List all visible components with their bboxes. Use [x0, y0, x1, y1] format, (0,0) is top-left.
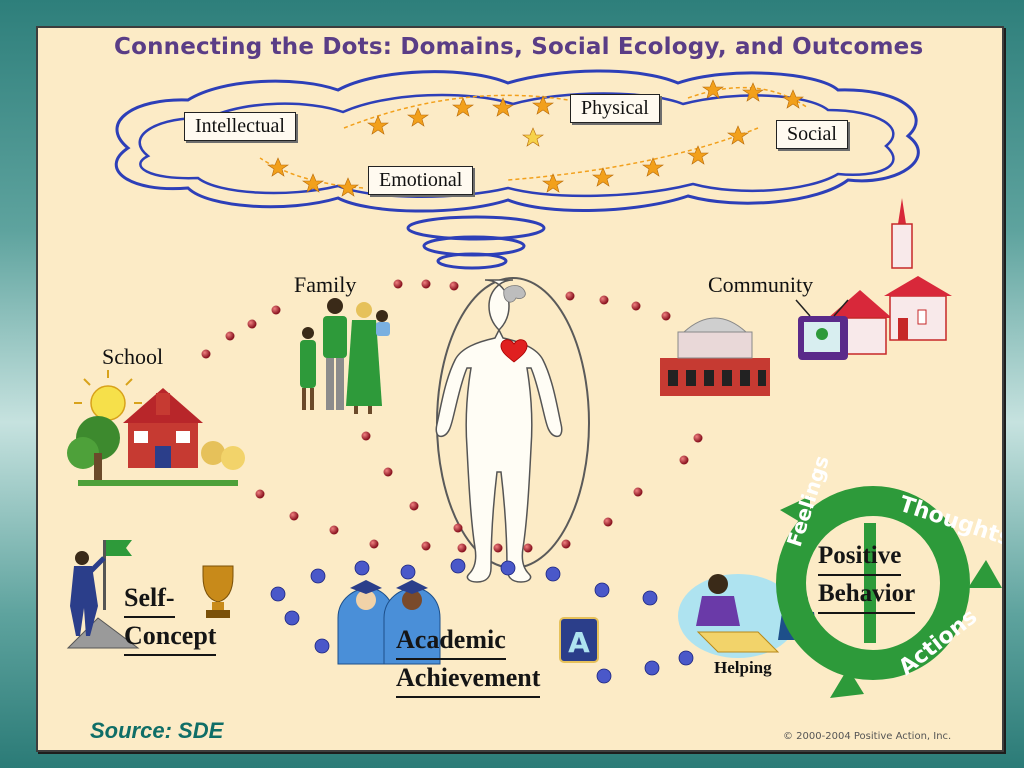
grade-a-icon: A	[568, 626, 590, 659]
self-concept-line-2: Concept	[124, 618, 217, 656]
school-illustration	[67, 370, 245, 486]
community-label: Community	[708, 272, 814, 297]
ecology-dots	[201, 279, 703, 553]
academic-line-2: Achievement	[396, 660, 541, 698]
academic-illustration: A	[337, 580, 599, 665]
diagram-canvas: A Thoughts Feelings Actions	[66, 69, 1002, 698]
academic-line-1: Academic	[396, 622, 506, 660]
person-figure	[435, 277, 590, 583]
domain-physical: Physical	[570, 94, 660, 123]
domain-stars	[267, 79, 804, 197]
family-illustration	[300, 298, 390, 414]
self-concept-label: Self- Concept	[124, 580, 217, 656]
community-illustration	[660, 198, 952, 396]
page-title: Connecting the Dots: Domains, Social Eco…	[114, 34, 924, 60]
positive-line-2: Behavior	[818, 576, 916, 614]
positive-behavior-label: Positive Behavior	[818, 538, 916, 614]
school-label: School	[102, 344, 164, 369]
positive-line-1: Positive	[818, 538, 902, 576]
copyright-notice: © 2000-2004 Positive Action, Inc.	[783, 731, 952, 742]
academic-achievement-label: Academic Achievement	[396, 622, 541, 698]
self-concept-line-1: Self-	[124, 580, 175, 618]
outcome-dots	[270, 558, 694, 684]
domain-social: Social	[776, 120, 848, 149]
slide: A Thoughts Feelings Actions	[36, 26, 1004, 752]
domain-emotional: Emotional	[368, 166, 474, 195]
source-citation: Source: SDE	[90, 718, 224, 743]
family-label: Family	[294, 272, 357, 297]
domain-intellectual: Intellectual	[184, 112, 296, 141]
self-concept-illustration	[66, 540, 234, 649]
helping-label: Helping	[714, 658, 772, 677]
helping-illustration	[678, 574, 818, 658]
